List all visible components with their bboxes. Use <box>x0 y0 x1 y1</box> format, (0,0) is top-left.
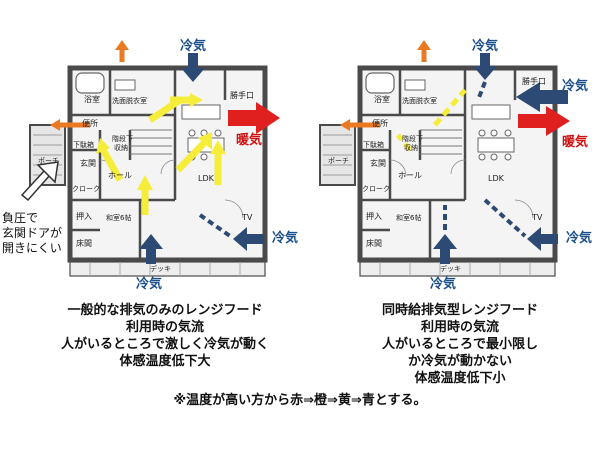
caption-line: 利用時の気流 <box>125 320 204 335</box>
cold-air-arrows <box>139 53 264 264</box>
temperature-color-footnote: ※温度が高い方から赤⇒橙⇒黄⇒青とする。 <box>173 393 427 408</box>
room-label-closet: クローク <box>362 185 390 193</box>
room-label-ldk: LDK <box>198 174 214 183</box>
deck <box>359 261 556 277</box>
room-label-tokonoma: 床間 <box>76 239 92 248</box>
floorplan-drawing <box>319 40 570 277</box>
room-label-tv: TV <box>242 213 253 222</box>
cold-air-label-bottom: 冷気 <box>136 277 163 292</box>
bathtub <box>365 72 395 94</box>
cold-air-path <box>198 213 232 238</box>
kitchen-counter <box>181 104 221 120</box>
room-label-washroom: 洗面脱衣室 <box>402 97 437 105</box>
room-label-porch: ポーチ <box>328 157 349 165</box>
floorplan-drawing <box>20 40 280 277</box>
warm-air-arrow-head <box>256 102 280 134</box>
note-line: 開きにくい <box>2 241 62 255</box>
room-label-storage: 収納 <box>114 144 128 152</box>
room-label-toilet: 便所 <box>372 119 388 128</box>
porch-hatch <box>323 134 352 176</box>
caption-line: か冷気が動かない <box>407 354 512 369</box>
exterior-wall <box>67 65 268 263</box>
cold-air-paths <box>443 81 527 238</box>
bathtub <box>75 72 105 94</box>
room-label-closet: クローク <box>72 185 100 193</box>
caption-line: 同時給排気型レンジフード <box>381 303 538 318</box>
caption-line: 人がいるところで最小限し <box>381 337 538 352</box>
warm-air-arrow-head <box>546 106 570 136</box>
room-label-oshiire: 押入 <box>366 212 382 221</box>
kitchen-counter <box>471 104 511 120</box>
warm-air-arrow-body <box>518 114 548 128</box>
exhaust-arrow-bath-head <box>115 40 129 50</box>
deck-boards <box>89 262 241 276</box>
washbasin <box>114 79 136 91</box>
dining-set <box>477 129 515 161</box>
room-label-entrance: 玄関 <box>80 159 96 168</box>
cold-air-label-top: 冷気 <box>472 39 499 54</box>
cold-air-label-right: 冷気 <box>272 231 299 246</box>
staircase <box>130 129 172 155</box>
exhaust-arrow-toilet-head <box>340 119 350 131</box>
room-label-japanese-room: 和室6帖 <box>396 214 422 222</box>
room-label-tv: TV <box>532 213 543 222</box>
room-label-ldk: LDK <box>488 174 504 183</box>
exhaust-arrow-bath-head <box>417 40 431 50</box>
caption-line: 体感温度低下小 <box>414 371 506 386</box>
yellow-airflow-heads <box>96 93 226 190</box>
caption-line: 一般的な排気のみのレンジフード <box>67 303 263 318</box>
warm-air-arrow-body <box>228 110 258 126</box>
room-label-entrance: 玄関 <box>370 159 386 168</box>
entrance-door-arrow-head <box>36 161 59 184</box>
supply-air-arrow-body <box>538 90 568 104</box>
caption-line: 体感温度低下大 <box>119 354 211 369</box>
cold-air-arrows <box>433 53 558 264</box>
room-label-bath: 浴室 <box>374 95 390 104</box>
deck <box>69 261 266 277</box>
door-swings <box>389 159 534 219</box>
room-label-under-stair: 階段下 <box>112 135 133 143</box>
room-label-bath: 浴室 <box>84 95 100 104</box>
warm-air-label: 暖気 <box>562 135 589 150</box>
interior-walls <box>70 68 227 260</box>
room-label-washroom: 洗面脱衣室 <box>112 97 147 105</box>
floorplan-standard-hood: 浴室 洗面脱衣室 勝手口 便所 階段下 収納 下駄箱 玄関 ポーチ クローク ホ… <box>0 0 300 300</box>
left-caption: 一般的な排気のみのレンジフード 利用時の気流 人がいるところで激しく冷気が動く … <box>25 302 305 370</box>
staircase <box>420 129 462 155</box>
room-label-hall: ホール <box>108 171 132 180</box>
room-label-deck: デッキ <box>150 265 171 273</box>
room-label-tokonoma: 床間 <box>366 239 382 248</box>
cold-air-label-supply: 冷気 <box>562 79 589 94</box>
room-label-storage: 収納 <box>404 144 418 152</box>
caption-line: 人がいるところで激しく冷気が動く <box>60 337 269 352</box>
room-label-hall: ホール <box>398 171 422 180</box>
cold-air-label-bottom: 冷気 <box>430 277 457 292</box>
room-label-oshiire: 押入 <box>76 212 92 221</box>
room-label-shoe-box: 下駄箱 <box>363 141 384 149</box>
yellow-airflow-paths <box>396 88 467 152</box>
supply-air-arrow-head <box>516 82 540 112</box>
caption-line: 利用時の気流 <box>420 320 499 335</box>
room-label-toilet: 便所 <box>82 119 98 128</box>
room-label-deck: デッキ <box>440 265 461 273</box>
room-label-porch: ポーチ <box>38 157 59 165</box>
room-label-service-door: 勝手口 <box>230 91 254 100</box>
cold-air-label-top: 冷気 <box>180 39 207 54</box>
note-line: 負圧で <box>2 211 39 225</box>
room-label-service-door: 勝手口 <box>522 77 546 86</box>
note-line: 玄関ドアが <box>2 226 63 240</box>
floorplan-balanced-hood: 浴室 洗面脱衣室 勝手口 便所 階段下 収納 下駄箱 玄関 ポーチ クローク ホ… <box>300 0 600 300</box>
room-label-shoe-box: 下駄箱 <box>73 141 94 149</box>
room-label-japanese-room: 和室6帖 <box>106 214 132 222</box>
washbasin <box>404 79 426 91</box>
cold-air-label-right: 冷気 <box>566 231 593 246</box>
right-caption: 同時給排気型レンジフード 利用時の気流 人がいるところで最小限し か冷気が動かな… <box>320 302 600 387</box>
negative-pressure-note: 負圧で 玄関ドアが 開きにくい <box>2 211 62 256</box>
exhaust-arrow-toilet-head <box>50 119 60 131</box>
room-label-under-stair: 階段下 <box>402 135 423 143</box>
warm-air-label: 暖気 <box>236 133 263 148</box>
deck-boards <box>379 262 531 276</box>
